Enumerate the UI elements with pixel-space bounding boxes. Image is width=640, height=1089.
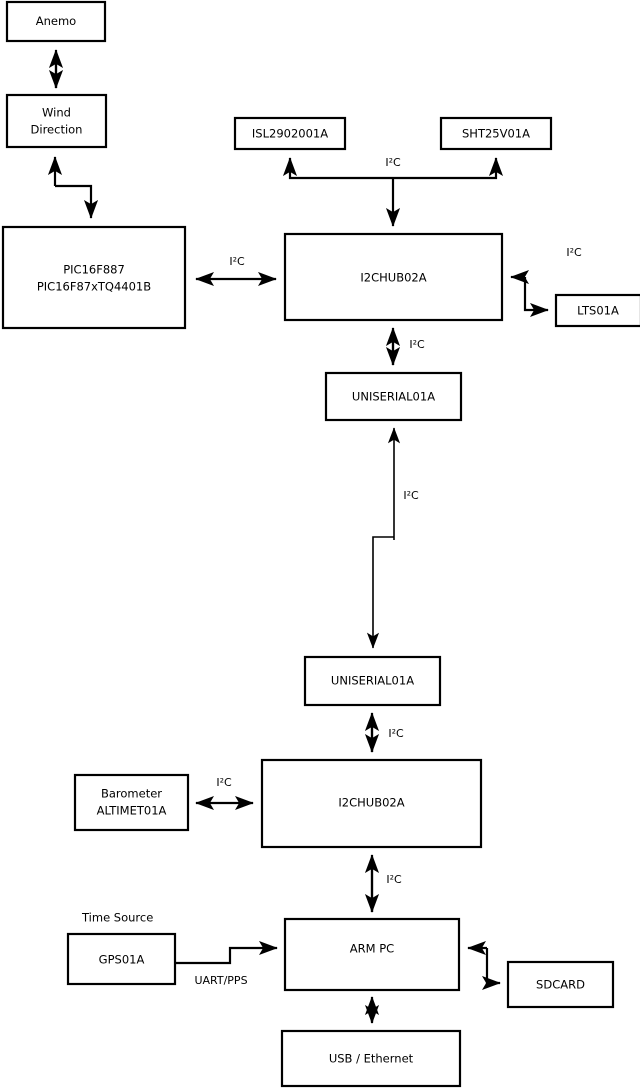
edge-label-hub-to-arm: I²C (386, 873, 402, 886)
node-uniserial01a-bottom-label: UNISERIAL01A (331, 674, 414, 688)
node-wind-direction-box[interactable] (5, 93, 108, 149)
edge-arrow-up-to-isl (282, 157, 393, 180)
node-i2chub02a-bottom-label: I2CHUB02A (338, 796, 404, 810)
node-barometer-label-line1: Barometer (101, 787, 162, 801)
edge-barometer-hub-bottom: I²C (195, 776, 254, 811)
node-wind-direction[interactable]: Wind Direction (5, 93, 108, 149)
edge-arm-pc-sdcard (467, 940, 501, 991)
node-anemo-box[interactable] (5, 0, 107, 43)
node-pic-mcu-label-line1: PIC16F887 (63, 263, 125, 277)
edge-hub-bottom-arm-pc: I²C (364, 854, 402, 913)
edge-uniserial-link: I²C (366, 427, 419, 649)
node-sdcard[interactable]: SDCARD (506, 960, 615, 1009)
node-i2chub02a-bottom[interactable]: I2CHUB02A (260, 758, 483, 849)
edge-arrow-right (175, 940, 278, 965)
node-lts01a-label: LTS01A (577, 304, 619, 318)
node-i2chub02a-top-label: I2CHUB02A (360, 271, 426, 285)
node-i2chub02a-top-box[interactable] (283, 232, 504, 322)
edge-hub-top-lts: I²C (510, 246, 582, 318)
node-arm-pc[interactable]: ARM PC (283, 917, 461, 992)
node-usb-ethernet-label: USB / Ethernet (329, 1052, 414, 1066)
edge-label-barometer-to-hub: I²C (216, 776, 232, 789)
node-i2chub02a-bottom-box[interactable] (260, 758, 483, 849)
edge-label-uniserial-bottom-to-hub: I²C (388, 727, 404, 740)
node-pic-mcu-box[interactable] (1, 225, 187, 330)
node-isl2902001a-label: ISL2902001A (252, 127, 328, 141)
node-lts01a-box[interactable] (554, 293, 640, 328)
node-pic-mcu[interactable]: PIC16F887 PIC16F87xTQ4401B (1, 225, 187, 330)
node-uniserial01a-top-label: UNISERIAL01A (352, 390, 435, 404)
edge-uniserial-bottom-hub-bottom: I²C (364, 712, 404, 753)
edge-arrow-down (366, 536, 394, 649)
edge-label-uniserial-link: I²C (403, 489, 419, 502)
edge-arrow-up-to-sht (393, 157, 504, 180)
node-i2chub02a-top[interactable]: I2CHUB02A (283, 232, 504, 322)
node-barometer-label-line2: ALTIMET01A (97, 804, 167, 818)
node-barometer-box[interactable] (73, 773, 190, 832)
node-gps01a-label: GPS01A (99, 953, 145, 967)
node-anemo[interactable]: Anemo (5, 0, 107, 43)
node-barometer[interactable]: Barometer ALTIMET01A (73, 773, 190, 832)
edge-arrow-right-to-sdcard (481, 948, 501, 991)
node-anemo-label: Anemo (36, 14, 76, 28)
edge-label-hub-to-lts: I²C (566, 246, 582, 259)
node-pic-mcu-label-line2: PIC16F87xTQ4401B (37, 280, 151, 294)
node-isl2902001a[interactable]: ISL2902001A (233, 116, 347, 151)
node-lts01a[interactable]: LTS01A (554, 293, 640, 328)
node-sdcard-box[interactable] (506, 960, 615, 1009)
node-uniserial01a-top-box[interactable] (324, 371, 463, 422)
edge-gps-arm-pc: UART/PPS (175, 940, 278, 987)
edge-pic-hub-top: I²C (195, 255, 277, 287)
node-wind-direction-label-line1: Wind (42, 106, 71, 120)
edge-label-sensors-bus: I²C (385, 156, 401, 169)
node-usb-ethernet[interactable]: USB / Ethernet (280, 1029, 462, 1088)
edge-label-gps-to-arm: UART/PPS (194, 974, 247, 987)
node-sht25v01a-box[interactable] (439, 116, 553, 151)
node-gps01a-box[interactable] (66, 932, 177, 986)
node-sht25v01a[interactable]: SHT25V01A (439, 116, 553, 151)
node-uniserial01a-top[interactable]: UNISERIAL01A (324, 371, 463, 422)
node-arm-pc-box[interactable] (283, 917, 461, 992)
node-uniserial01a-bottom-box[interactable] (303, 655, 442, 707)
edge-label-pic-to-hub: I²C (229, 255, 245, 268)
edge-arrow-right-to-lts (523, 277, 549, 318)
node-usb-ethernet-box[interactable] (280, 1029, 462, 1088)
node-uniserial01a-bottom[interactable]: UNISERIAL01A (303, 655, 442, 707)
node-sht25v01a-label: SHT25V01A (462, 127, 530, 141)
node-wind-direction-label-line2: Direction (31, 123, 83, 137)
edge-label-hub-to-uniserial-top: I²C (409, 338, 425, 351)
node-arm-pc-label: ARM PC (350, 942, 394, 956)
node-isl2902001a-box[interactable] (233, 116, 347, 151)
edge-hub-top-sensors: I²C (282, 156, 504, 227)
node-gps01a[interactable]: GPS01A (66, 932, 177, 986)
node-sdcard-label: SDCARD (536, 978, 585, 992)
edge-hub-top-uniserial-top: I²C (385, 327, 425, 366)
edge-arrow-down (55, 184, 99, 219)
edge-pic-wind-direction (47, 156, 99, 219)
label-time-source: Time Source (81, 911, 153, 925)
